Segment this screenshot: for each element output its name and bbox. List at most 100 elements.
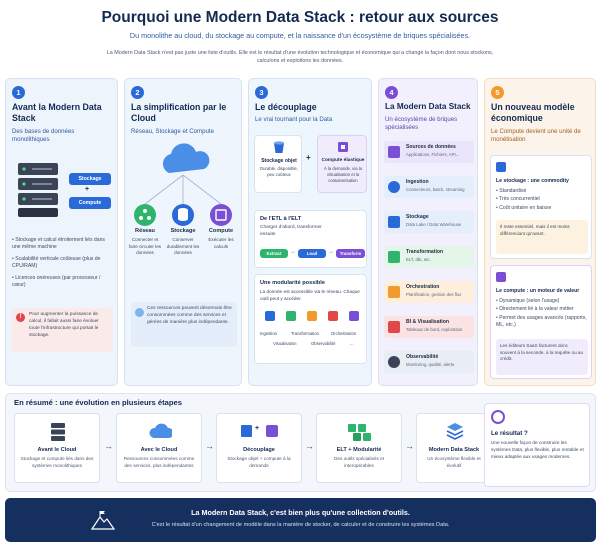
column-subtitle: Un écosystème de briques spécialisées: [385, 116, 458, 131]
cloud-icon: [149, 423, 172, 438]
column-modern-data-stack: 4 La Modern Data Stack Un écosystème de …: [378, 78, 478, 386]
column-title: La Modern Data Stack: [385, 102, 471, 111]
step-desc: Stockage et compute liés dans des systèm…: [20, 456, 94, 468]
step-desc: Ressources consommées comme des services…: [123, 456, 195, 468]
block-icon: [358, 424, 366, 432]
footer-line1: La Modern Data Stack, c'est bien plus qu…: [191, 508, 410, 517]
column-economic-model: 5 Un nouveau modèle économique Le Comput…: [484, 78, 596, 386]
storage-note-box: Il reste essentiel, mais il est moins di…: [496, 220, 588, 254]
block-icon: [363, 433, 371, 441]
target-icon: [491, 410, 505, 424]
result-desc: Une nouvelle façon de construire les sys…: [491, 440, 584, 459]
bullet-item: Standardisé: [499, 188, 527, 194]
block-icon: [353, 433, 361, 441]
bucket-icon: [241, 425, 252, 437]
compute-title: Le compute : un moteur de valeur: [496, 288, 580, 294]
bucket-icon: [274, 141, 284, 153]
chip-icon: [496, 272, 506, 282]
arrow-icon: →: [290, 249, 296, 255]
column-subtitle: Réseau, Stockage et Compute: [131, 128, 214, 135]
compute-title: Compute élastique: [321, 158, 365, 163]
bullet-item: Stockage et calcul étroitement liés dans…: [12, 237, 105, 251]
result-title: Le résultat ?: [491, 430, 528, 437]
stack-item-title: Transformation: [406, 249, 444, 255]
stack-item-storage: Stockage Data Lake / Data Warehouse: [384, 211, 474, 233]
compute-pill: Compute: [69, 197, 111, 209]
modularity-label: Visualisation: [273, 341, 297, 346]
column-cloud: 2 La simplification par le Cloud Réseau,…: [124, 78, 242, 386]
column-decoupling: 3 Le découplage Le vrai tournant pour la…: [248, 78, 372, 386]
extract-pill: Extract: [260, 249, 288, 258]
plus-sign: +: [306, 153, 311, 162]
summary-step-before-cloud: Avant le Cloud Stockage et compute liés …: [14, 413, 100, 483]
warehouse-icon: [388, 216, 400, 228]
stack-item-title: Observabilité: [406, 354, 439, 360]
bullet-item: Scalabilité verticale coûteuse (plus de …: [12, 255, 101, 270]
column-title: La simplification par le Cloud: [131, 102, 227, 123]
storage-label: Stockage: [170, 228, 196, 234]
stack-item-title: BI & Visualisation: [406, 319, 449, 325]
compute-note-box: Les éditeurs SaaS facturent donc souvent…: [496, 339, 588, 375]
step-desc: Un écosystème flexible et évolutif: [427, 456, 481, 468]
bullet-item: Permet des usages avancés (rapports, ML,…: [496, 314, 587, 329]
compute-desc: Exécuter les calculs: [208, 237, 234, 249]
plus-sign: +: [85, 186, 90, 193]
modularity-label: Orchestration: [331, 331, 357, 336]
modularity-label: Transformation: [291, 331, 320, 336]
workflow-icon: [388, 286, 400, 298]
stack-item-transformation: Transformation ELT, dbt, etc.: [384, 246, 474, 268]
modularity-label: Ingestion: [260, 331, 277, 336]
stack-item-title: Ingestion: [406, 179, 429, 185]
block-icon: [348, 424, 356, 432]
eye-icon: [388, 356, 400, 368]
transform-icon: [388, 251, 400, 263]
page-subtitle: Du monolithe au cloud, du stockage au co…: [129, 31, 471, 40]
footer-line2: C'est le résultat d'un changement de mod…: [151, 522, 450, 528]
layers-icon: [446, 423, 464, 440]
step-label: Découplage: [243, 447, 275, 453]
server-icon: [51, 423, 65, 441]
chip-icon: [338, 142, 348, 152]
storage-pill: Stockage: [69, 173, 111, 185]
object-storage-card: Stockage objet Durable, disponible, peu …: [254, 135, 302, 193]
etl-title: De l'ETL à l'ELT: [260, 216, 302, 222]
bullet-item: Coût unitaire en baisse: [499, 204, 552, 211]
column-subtitle: Le vrai tournant pour la Data: [255, 116, 333, 123]
step-number: 4: [385, 86, 398, 99]
stack-item-desc: Connecteurs, batch, streaming: [406, 187, 465, 192]
storage-desc: Durable, disponible, peu coûteux: [260, 166, 298, 178]
stack-item-desc: Monitoring, qualité, alerte: [406, 362, 455, 367]
step-label: Modern Data Stack: [428, 447, 480, 453]
orchestration-icon: [307, 311, 317, 321]
bullet-item: Dynamique (selon l'usage): [499, 298, 560, 304]
storage-bullets: • Standardisé • Très concurrentiel • Coû…: [496, 188, 552, 211]
network-desc: Connecter et faire circuler les données: [128, 237, 162, 256]
bullet-item: Directement lié à la valeur métier: [499, 306, 574, 313]
plus-icon: +: [255, 425, 260, 432]
column-subtitle: Des bases de données monolithiques: [12, 128, 75, 143]
arrow-icon: →: [104, 441, 113, 451]
mountain-flag-icon: [91, 511, 115, 530]
stack-item-orchestration: Orchestration Planification, gestion des…: [384, 281, 474, 303]
stack-item-title: Orchestration: [406, 284, 440, 290]
load-pill: Load: [298, 249, 326, 258]
summary-step-cloud: Avec le Cloud Ressources consommées comm…: [116, 413, 202, 483]
connector-icon: [388, 181, 400, 193]
storage-note: Il reste essentiel, mais il est moins di…: [500, 224, 570, 236]
etl-elt-card: De l'ETL à l'ELT Charger d'abord, transf…: [254, 210, 367, 268]
database-icon: [496, 162, 506, 172]
column-title: Avant la Modern Data Stack: [12, 102, 102, 123]
storage-title: Le stockage : une commodity: [496, 178, 569, 184]
step-number: 1: [12, 86, 25, 99]
summary-step-elt-modularity: ELT + Modularité Des outils spécialisés …: [316, 413, 402, 483]
storage-desc: Conserver durablement les données: [166, 237, 200, 256]
summary-step-mds: Modern Data Stack Un écosystème flexible…: [416, 413, 492, 483]
stack-item-sources: Sources de données Applications, Fichier…: [384, 141, 474, 163]
modularity-card: Une modularité possible La donnée est ac…: [254, 274, 367, 364]
server-icon: [18, 163, 58, 217]
transformation-icon: [286, 311, 296, 321]
note-text: Ces ressources peuvent désormais être co…: [147, 306, 232, 325]
stack-item-desc: Data Lake / Data Warehouse: [406, 222, 462, 227]
storage-commodity-card: Le stockage : une commodity • Standardis…: [490, 155, 592, 259]
stack-item-bi: BI & Visualisation Tableaux de bord, exp…: [384, 316, 474, 338]
